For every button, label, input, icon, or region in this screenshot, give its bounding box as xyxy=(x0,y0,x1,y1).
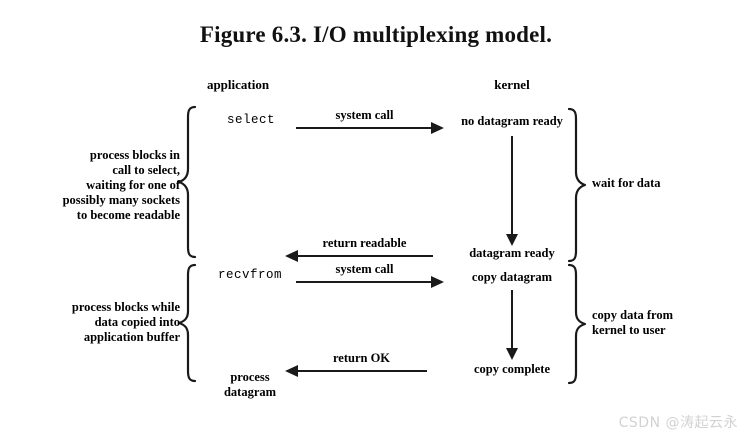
message-label-system-call-2: system call xyxy=(335,262,394,276)
application-description-copy-block: process blocks while data copied into ap… xyxy=(71,300,180,344)
message-arrow-system-call-2 xyxy=(296,276,444,288)
watermark-text: CSDN @涛起云永 xyxy=(618,415,738,431)
message-label-return-ok: return OK xyxy=(332,351,391,365)
kernel-phase-label-wait-for-data: wait for data xyxy=(592,176,661,190)
column-header-application: application xyxy=(206,77,270,92)
kernel-copy-arrow xyxy=(506,290,518,360)
brace-application-copy-block xyxy=(176,263,198,383)
kernel-state-copy-complete: copy complete xyxy=(473,362,551,376)
application-call-select: select xyxy=(226,113,275,127)
message-arrow-system-call-1 xyxy=(296,122,444,134)
brace-kernel-copy-phase xyxy=(566,263,588,385)
brace-kernel-wait-phase xyxy=(566,107,588,263)
application-process-datagram: process datagram xyxy=(223,370,277,399)
kernel-state-no-datagram-ready: no datagram ready xyxy=(461,114,563,128)
kernel-phase-label-copy-data: copy data from kernel to user xyxy=(592,308,674,337)
message-arrow-return-readable xyxy=(285,250,433,262)
message-arrow-return-ok xyxy=(285,365,427,377)
message-label-system-call-1: system call xyxy=(335,108,394,122)
application-call-recvfrom: recvfrom xyxy=(217,268,282,282)
kernel-wait-arrow xyxy=(506,136,518,246)
column-header-kernel: kernel xyxy=(494,77,530,92)
kernel-state-datagram-ready: datagram ready xyxy=(469,246,555,260)
brace-application-select-block xyxy=(176,105,198,259)
application-description-select-block: process blocks in call to select, waitin… xyxy=(62,148,180,222)
figure-title: Figure 6.3. I/O multiplexing model. xyxy=(199,22,553,47)
message-label-return-readable: return readable xyxy=(322,236,407,250)
kernel-state-copy-datagram: copy datagram xyxy=(471,270,553,284)
